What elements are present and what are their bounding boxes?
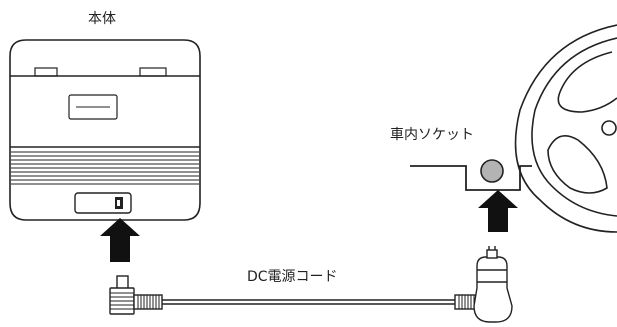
dashboard-outline bbox=[410, 165, 532, 191]
main-unit-label: 本体 bbox=[88, 11, 116, 27]
insert-arrow-socket bbox=[478, 190, 518, 232]
vent-grille bbox=[11, 151, 199, 185]
dc-plug-l-shaped bbox=[109, 275, 163, 315]
dc-power-cord bbox=[162, 299, 455, 305]
car-socket-label: 車内ソケット bbox=[390, 127, 474, 143]
cigarette-plug bbox=[454, 246, 513, 323]
insert-arrow-unit bbox=[100, 218, 140, 262]
main-unit-device bbox=[9, 39, 201, 221]
car-socket bbox=[480, 159, 504, 183]
dc-cord-label: DC電源コード bbox=[247, 269, 338, 285]
steering-wheel bbox=[514, 24, 617, 233]
